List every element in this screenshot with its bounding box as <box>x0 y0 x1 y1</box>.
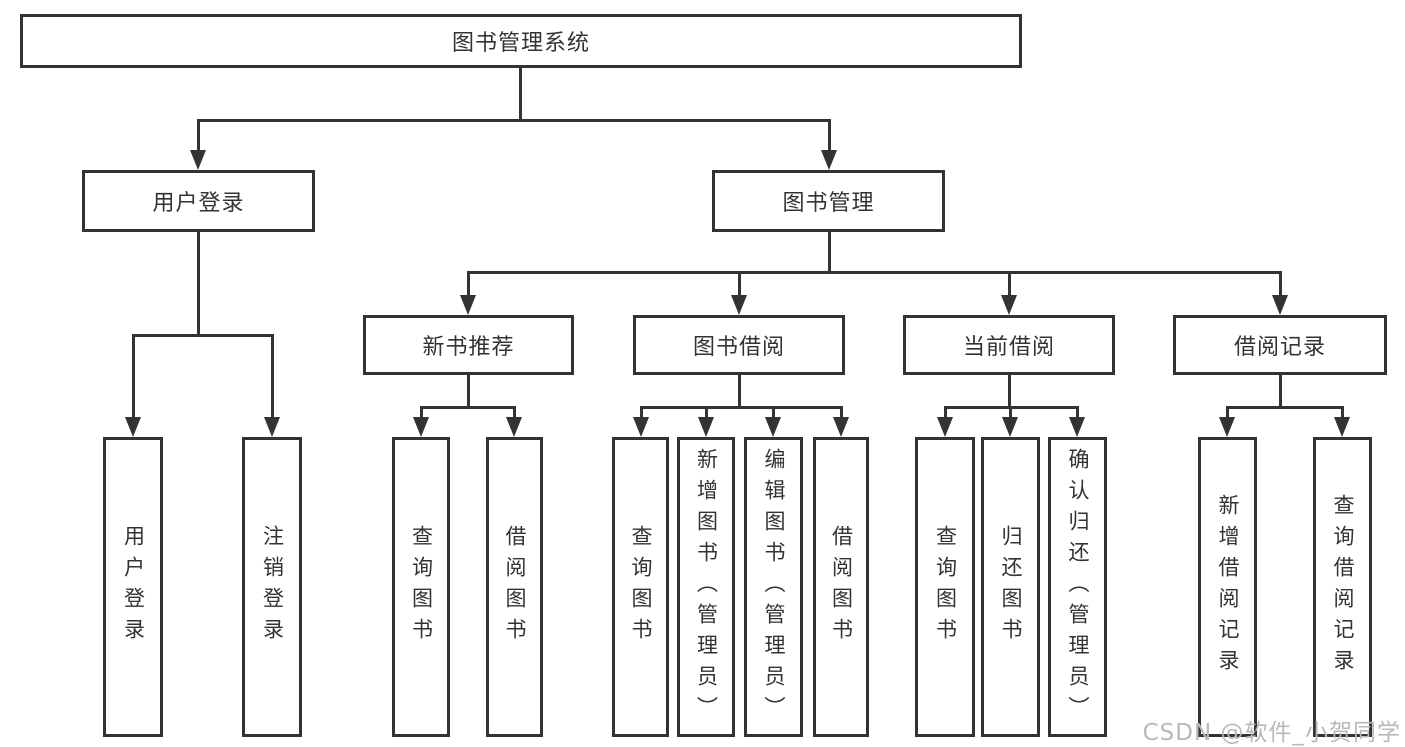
node-book-management: 图书管理 <box>712 170 945 232</box>
node-borrow-records: 借阅记录 <box>1173 315 1387 375</box>
leaf-borrowing-borrow-books: 借阅图书 <box>813 437 869 737</box>
leaf-newbook-borrow-books: 借阅图书 <box>486 437 543 737</box>
node-current-borrowing: 当前借阅 <box>903 315 1115 375</box>
connector-line <box>132 334 135 419</box>
leaf-borrowing-query-books: 查询图书 <box>612 437 669 737</box>
connector-line <box>467 271 1282 274</box>
connector-line <box>640 406 643 419</box>
leaf-borrowing-add-books-admin-label: 新增图书（管理员） <box>694 447 719 727</box>
connector-line <box>1076 406 1079 419</box>
leaf-borrowing-edit-books-admin-label: 编辑图书（管理员） <box>762 447 786 727</box>
leaf-borrowing-edit-books-admin: 编辑图书（管理员） <box>744 437 803 737</box>
leaf-newbook-query-books-label: 查询图书 <box>409 525 434 649</box>
leaf-current-return-books-label: 归还图书 <box>999 525 1023 649</box>
connector-line <box>1279 271 1282 297</box>
leaf-logout-label: 注销登录 <box>260 525 285 649</box>
connector-line <box>467 271 470 297</box>
watermark: CSDN @软件_小贺同学 <box>1142 720 1401 746</box>
node-user-login: 用户登录 <box>82 170 315 232</box>
connector-line <box>1226 406 1229 419</box>
connector-line <box>132 334 274 337</box>
arrow-down-icon <box>833 417 849 437</box>
node-book-borrowing: 图书借阅 <box>633 315 845 375</box>
arrow-down-icon <box>1002 417 1018 437</box>
connector-line <box>640 406 843 409</box>
arrow-down-icon <box>765 417 781 437</box>
leaf-newbook-query-books: 查询图书 <box>392 437 450 737</box>
leaf-borrowing-query-books-label: 查询图书 <box>629 525 653 649</box>
connector-line <box>772 406 775 419</box>
arrow-down-icon <box>1001 295 1017 315</box>
connector-line <box>1008 271 1011 297</box>
leaf-records-add-record: 新增借阅记录 <box>1198 437 1257 737</box>
leaf-current-query-books: 查询图书 <box>915 437 975 737</box>
arrow-down-icon <box>413 417 429 437</box>
leaf-records-query-record: 查询借阅记录 <box>1313 437 1372 737</box>
node-new-book-recommend: 新书推荐 <box>363 315 574 375</box>
leaf-current-return-books: 归还图书 <box>981 437 1040 737</box>
connector-line <box>197 119 831 122</box>
arrow-down-icon <box>506 417 522 437</box>
arrow-down-icon <box>1272 295 1288 315</box>
arrow-down-icon <box>264 417 280 437</box>
leaf-user-login: 用户登录 <box>103 437 163 737</box>
connector-line <box>197 232 200 337</box>
connector-line <box>420 406 516 409</box>
connector-line <box>420 406 423 419</box>
leaf-records-add-record-label: 新增借阅记录 <box>1216 494 1240 680</box>
leaf-current-confirm-return-admin-label: 确认归还（管理员） <box>1066 447 1090 727</box>
leaf-newbook-borrow-books-label: 借阅图书 <box>503 525 527 649</box>
connector-line <box>705 406 708 419</box>
arrow-down-icon <box>1219 417 1235 437</box>
connector-line <box>513 406 516 419</box>
connector-line <box>467 375 470 409</box>
leaf-user-login-label: 用户登录 <box>121 525 146 649</box>
arrow-down-icon <box>1069 417 1085 437</box>
connector-line <box>828 232 831 274</box>
arrow-down-icon <box>125 417 141 437</box>
leaf-current-query-books-label: 查询图书 <box>933 525 958 649</box>
connector-line <box>1279 375 1282 409</box>
connector-line <box>1341 406 1344 419</box>
connector-line <box>1009 406 1012 419</box>
connector-line <box>271 334 274 419</box>
leaf-logout: 注销登录 <box>242 437 302 737</box>
connector-line <box>738 271 741 297</box>
connector-line <box>519 68 522 122</box>
connector-line <box>197 119 200 152</box>
connector-line <box>840 406 843 419</box>
arrow-down-icon <box>731 295 747 315</box>
arrow-down-icon <box>698 417 714 437</box>
leaf-records-query-record-label: 查询借阅记录 <box>1331 494 1355 680</box>
arrow-down-icon <box>633 417 649 437</box>
arrow-down-icon <box>460 295 476 315</box>
connector-line <box>1226 406 1344 409</box>
arrow-down-icon <box>1334 417 1350 437</box>
arrow-down-icon <box>190 150 206 170</box>
connector-line <box>738 375 741 409</box>
leaf-borrowing-add-books-admin: 新增图书（管理员） <box>677 437 735 737</box>
node-library-system: 图书管理系统 <box>20 14 1022 68</box>
arrow-down-icon <box>937 417 953 437</box>
leaf-current-confirm-return-admin: 确认归还（管理员） <box>1048 437 1107 737</box>
connector-line <box>1008 375 1011 409</box>
arrow-down-icon <box>821 150 837 170</box>
connector-line <box>944 406 947 419</box>
connector-line <box>828 119 831 152</box>
leaf-borrowing-borrow-books-label: 借阅图书 <box>829 525 854 649</box>
